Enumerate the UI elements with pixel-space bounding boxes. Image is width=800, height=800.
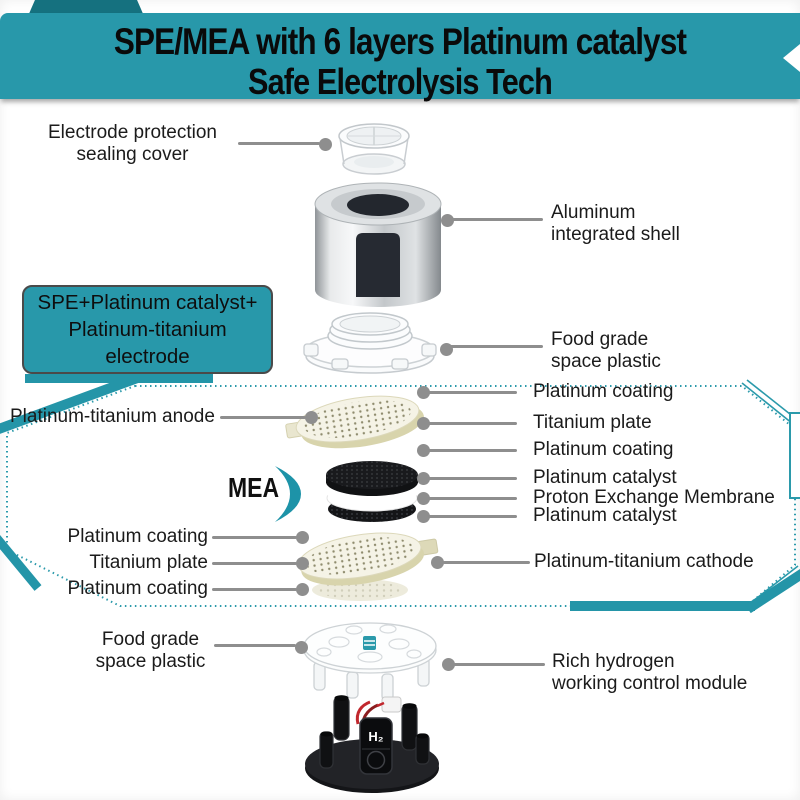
callout-dot [441, 214, 454, 227]
wire-connector [381, 696, 402, 713]
callout-dot [442, 658, 455, 671]
callout-line [449, 345, 543, 348]
banner-ribbon-fold [28, 0, 144, 16]
layer-label-proton-exchange-membrane: Proton Exchange Membrane [533, 487, 775, 508]
layer-label-platinum-catalyst: Platinum catalyst [533, 467, 677, 488]
sealing-cover-image [338, 123, 410, 175]
callout-dot [296, 557, 309, 570]
banner-title-line2: Safe Electrolysis Tech [248, 61, 553, 102]
layer-label-titanium-plate: Titanium plate [89, 552, 208, 573]
food-grade-top-label: Food grade space plastic [551, 329, 661, 372]
h2-badge: H₂ [368, 729, 383, 744]
callout-line [428, 391, 517, 394]
callout-line [212, 536, 297, 539]
title-banner: SPE/MEA with 6 layers Platinum catalyst … [0, 13, 800, 102]
layer-label-platinum-coating: Platinum coating [533, 381, 674, 402]
layer-label-platinum-coating: Platinum coating [533, 439, 674, 460]
spe-info-box: SPE+Platinum catalyst+ Platinum-titanium… [22, 285, 273, 374]
aluminum-shell-image [314, 182, 442, 307]
callout-dot [296, 531, 309, 544]
callout-line [428, 449, 517, 452]
spe-info-text: SPE+Platinum catalyst+ Platinum-titanium… [37, 291, 258, 368]
aluminum-shell-label: Aluminum integrated shell [551, 202, 680, 245]
callout-line [453, 663, 545, 666]
callout-line [220, 416, 306, 419]
cathode-label: Platinum-titanium cathode [534, 551, 754, 572]
callout-dot [319, 138, 332, 151]
cathode-plate-image [297, 532, 439, 601]
layer-label-platinum-catalyst: Platinum catalyst [533, 505, 677, 526]
anode-plate-image [285, 395, 424, 449]
accent-diagonal-top-left [0, 372, 142, 434]
mea-stack-image [326, 461, 418, 522]
control-module-image: H₂ [305, 695, 439, 793]
callout-dot [295, 641, 308, 654]
power-button-icon [366, 750, 386, 770]
accent-diagonal-bottom-left [0, 534, 42, 591]
callout-line [428, 515, 517, 518]
h2-panel [359, 717, 393, 775]
callout-line [428, 497, 517, 500]
red-wire [355, 700, 371, 725]
accent-bar-top-left [25, 374, 213, 383]
callout-dot [305, 411, 318, 424]
layer-label-platinum-coating: Platinum coating [67, 526, 208, 547]
food-grade-bottom-label: Food grade space plastic [95, 629, 206, 672]
control-module-label: Rich hydrogen working control module [552, 651, 748, 694]
callout-line [238, 142, 320, 145]
callout-line [450, 218, 543, 221]
base-center-detail [363, 636, 376, 650]
panel-border [0, 372, 800, 614]
anode-label: Platinum-titanium anode [10, 406, 215, 427]
callout-dot [296, 583, 309, 596]
callout-line [443, 561, 530, 564]
plastic-cap-image [303, 312, 437, 374]
callout-line [428, 477, 517, 480]
callout-line [214, 644, 296, 647]
layer-label-platinum-coating: Platinum coating [67, 578, 208, 599]
callout-line [212, 588, 297, 591]
callout-line [212, 562, 297, 565]
layer-label-titanium-plate: Titanium plate [533, 412, 652, 433]
mea-bracket-icon [275, 466, 301, 522]
callout-dot [417, 472, 430, 485]
callout-line [428, 422, 517, 425]
banner-title-line1: SPE/MEA with 6 layers Platinum catalyst [113, 21, 687, 62]
callout-dot [417, 417, 430, 430]
callout-dot [417, 444, 430, 457]
plastic-base-image [303, 622, 437, 701]
sealing-cover-label: Electrode protection sealing cover [48, 122, 217, 165]
accent-bar-bottom-right [570, 601, 755, 611]
callout-dot [431, 556, 444, 569]
mea-label: MEA [228, 472, 280, 503]
banner-arrow-notch [783, 44, 800, 72]
right-edge-tab [789, 412, 800, 499]
callout-dot [417, 492, 430, 505]
accent-diagonal-bottom-right [745, 568, 800, 614]
callout-dot [417, 510, 430, 523]
callout-dot [417, 386, 430, 399]
